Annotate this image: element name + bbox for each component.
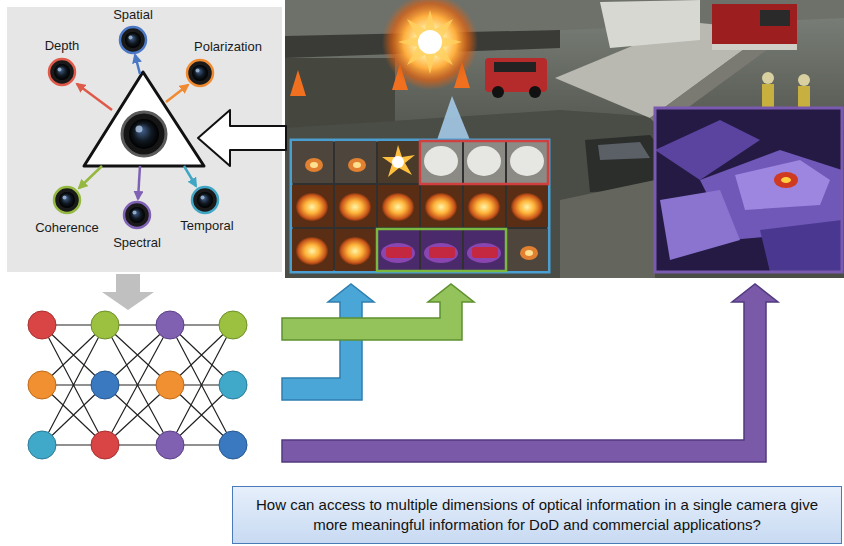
frame-cell xyxy=(292,141,333,183)
dimension-label: Polarization xyxy=(194,39,262,55)
lens-icon xyxy=(54,187,80,213)
caption-box: How can access to multiple dimensions of… xyxy=(232,486,842,544)
lens-glass xyxy=(197,192,213,208)
truck-bumper xyxy=(712,44,797,50)
hot-spot xyxy=(774,172,798,188)
neuron xyxy=(91,431,119,459)
wheel xyxy=(492,86,504,98)
lens-icon xyxy=(49,59,75,85)
lens-icon xyxy=(192,187,218,213)
bridge-structure xyxy=(285,58,395,128)
dimension-label: Depth xyxy=(45,38,80,54)
lens-icon xyxy=(187,60,213,86)
neuron xyxy=(28,371,56,399)
hot-spot-core xyxy=(781,177,791,183)
firefighter-head xyxy=(798,74,810,86)
lens-glass xyxy=(54,64,70,80)
suv-window xyxy=(494,62,536,72)
frame-cell xyxy=(292,229,333,271)
inset-car xyxy=(735,160,830,210)
inset-background xyxy=(655,108,842,272)
firefighter-head xyxy=(762,72,774,84)
neuron xyxy=(156,311,184,339)
frame-cell xyxy=(378,185,419,227)
white-truck xyxy=(600,0,700,48)
purple-output-arrow xyxy=(282,284,778,462)
depth-arrow xyxy=(77,84,112,110)
explosion-glow xyxy=(382,0,478,90)
frame-cell xyxy=(421,229,462,271)
feed-arrow xyxy=(198,110,286,166)
coherence-arrow xyxy=(79,166,102,188)
box-text: How can access to multiple dimensions of… xyxy=(245,495,829,535)
neuron xyxy=(219,431,247,459)
lens-icon xyxy=(120,27,146,53)
neuron xyxy=(156,371,184,399)
frame-cell xyxy=(335,229,376,271)
spectral-arrow xyxy=(138,166,140,199)
neuron xyxy=(156,431,184,459)
dimension-label: Temporal xyxy=(180,218,233,234)
dimension-label: Spectral xyxy=(113,235,161,251)
neuron xyxy=(219,311,247,339)
frame-cell xyxy=(464,229,505,271)
frame-cell xyxy=(507,185,548,227)
inset-debris xyxy=(660,190,740,260)
green-output-arrow xyxy=(282,284,474,340)
frame-cell xyxy=(335,185,376,227)
frame-cell xyxy=(378,141,419,183)
neuron xyxy=(219,371,247,399)
wheel xyxy=(529,86,541,98)
neuron xyxy=(28,311,56,339)
frame-cell xyxy=(464,185,505,227)
lens-icon xyxy=(124,202,150,228)
lens-glass xyxy=(59,192,75,208)
dimension-label: Coherence xyxy=(35,220,99,236)
frame-cell xyxy=(507,229,548,271)
callout-pointer xyxy=(437,96,470,140)
photo-background xyxy=(285,0,844,278)
frame-cell xyxy=(378,229,419,271)
polarization-arrow xyxy=(166,85,188,102)
frame-cell xyxy=(421,141,462,183)
lens-glass xyxy=(192,65,208,81)
truck-window xyxy=(760,10,790,26)
lens-glass xyxy=(129,207,145,223)
camera-lens xyxy=(122,112,166,156)
inset-frame xyxy=(655,108,842,272)
broken-deck xyxy=(560,180,655,278)
temporal-arrow xyxy=(184,166,196,186)
neuron xyxy=(28,431,56,459)
explosion-core xyxy=(418,30,442,54)
spatial-arrow xyxy=(135,55,140,74)
spectral-highlight xyxy=(377,229,506,271)
lens-highlight xyxy=(136,126,143,133)
car-window xyxy=(598,142,650,160)
traffic-cone xyxy=(290,70,306,96)
lens-glass xyxy=(125,32,141,48)
dimension-label: Spatial xyxy=(113,7,153,23)
frame-cell xyxy=(464,141,505,183)
red-truck xyxy=(712,4,797,48)
neuron xyxy=(91,311,119,339)
frame-grid xyxy=(291,140,549,272)
down-arrow xyxy=(102,274,154,310)
explosion-burst xyxy=(398,10,462,74)
inset-debris xyxy=(760,220,842,272)
temporal-highlight xyxy=(420,141,548,184)
camera-lens-glass xyxy=(129,119,159,149)
camera-triangle xyxy=(84,72,204,166)
neuron xyxy=(91,371,119,399)
frame-cell xyxy=(292,185,333,227)
frame-cell xyxy=(507,141,548,183)
frame-cell xyxy=(421,185,462,227)
blue-output-arrow xyxy=(282,284,374,400)
network-links xyxy=(42,325,233,445)
frame-cell xyxy=(335,141,376,183)
